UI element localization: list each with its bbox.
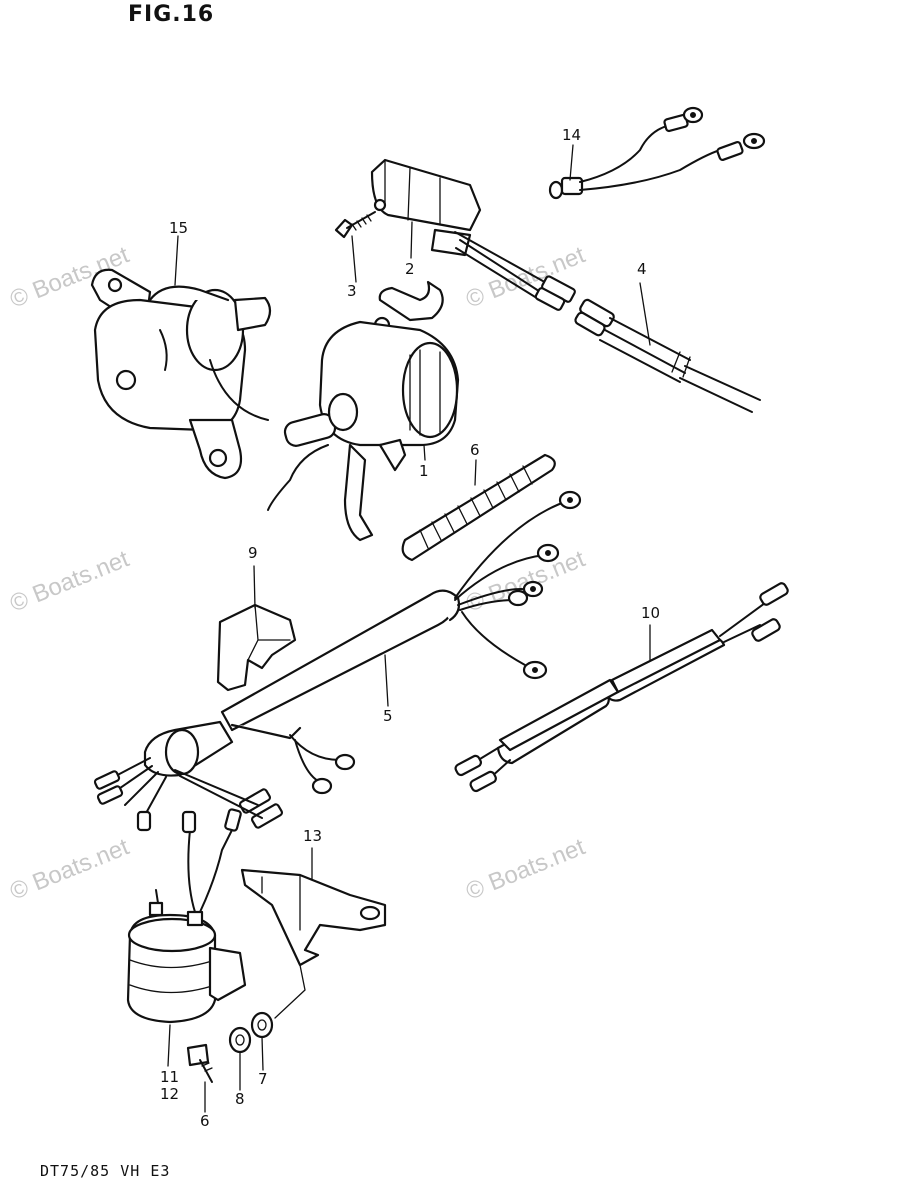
callouts: 15 3 2 14 4 1 6 9 10 5 13 11 12 6 8 7 — [160, 126, 660, 1130]
callout-8: 8 — [235, 1090, 245, 1108]
part-14-lead-wire — [548, 106, 766, 200]
callout-6-sleeve: 6 — [470, 441, 480, 459]
part-5-harness — [93, 490, 582, 832]
leader-lines — [167, 144, 651, 1113]
part-7-washer — [250, 1011, 274, 1039]
part-8-washer — [228, 1026, 252, 1054]
part-11-relay — [126, 808, 247, 1024]
watermark: © Boats.net — [6, 833, 133, 905]
callout-14: 14 — [562, 126, 581, 144]
callout-12: 12 — [160, 1085, 179, 1103]
watermark: © Boats.net — [6, 545, 133, 617]
callout-4: 4 — [637, 260, 647, 278]
part-9-cover — [216, 603, 297, 692]
part-15-solenoid — [90, 268, 272, 480]
watermark: © Boats.net — [462, 833, 589, 905]
part-10-lead-wires — [454, 582, 789, 793]
callout-7: 7 — [258, 1070, 268, 1088]
callout-5: 5 — [383, 707, 393, 725]
callout-15: 15 — [169, 219, 188, 237]
part-2-switch — [370, 158, 576, 311]
callout-1: 1 — [419, 462, 429, 480]
callout-11: 11 — [160, 1068, 179, 1086]
part-4-connector — [574, 298, 761, 413]
callout-10: 10 — [641, 604, 660, 622]
callout-6-bolt: 6 — [200, 1112, 210, 1130]
part-13-bracket — [240, 868, 387, 967]
callout-2: 2 — [405, 260, 415, 278]
part-1-solenoid — [267, 280, 460, 542]
callout-9: 9 — [248, 544, 258, 562]
watermark: © Boats.net — [462, 545, 589, 617]
part-6-sleeve — [401, 453, 556, 562]
watermark: © Boats.net — [462, 241, 589, 313]
watermarks: © Boats.net © Boats.net © Boats.net © Bo… — [6, 241, 589, 905]
callout-3: 3 — [347, 282, 357, 300]
callout-13: 13 — [303, 827, 322, 845]
part-3-screw — [334, 211, 376, 239]
part-6-bolt — [186, 1043, 213, 1083]
model-code: DT75/85 VH E3 — [40, 1162, 171, 1180]
figure-title: FIG.16 — [128, 2, 215, 27]
